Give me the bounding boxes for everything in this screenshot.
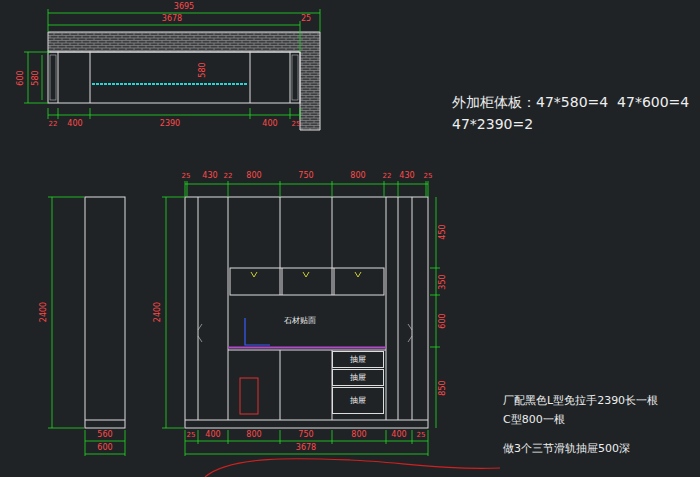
side-view [85,197,125,428]
dimension-text: 25 [424,173,433,180]
note-text: 厂配黑色L型免拉手2390长一根 [503,395,658,406]
drawer-box: 抽屉 [332,387,384,414]
drawer-box: 抽屉 [332,351,384,368]
dimension-text: 800 [350,172,365,180]
dimension-text: 750 [298,172,313,180]
dimension-text: 600 [439,313,447,328]
dimension-text: 400 [262,120,277,128]
dimension-text: 400 [67,120,82,128]
dimension-text: 25 [182,173,191,180]
dimension-text: 560 [97,431,112,439]
dimension-text: 430 [202,172,217,180]
dimension-text: 450 [439,224,447,239]
dimension-text: 800 [246,172,261,180]
dimension-text: 2400 [154,302,162,322]
dimension-text: 400 [205,431,220,439]
dimension-text: 800 [351,431,366,439]
front-elevation [185,197,428,428]
note-text: 做3个三节滑轨抽屉500深 [503,443,630,454]
dimension-text: 850 [439,380,447,395]
dimension-text: 430 [399,172,414,180]
sketch-mark [205,459,500,477]
dimension-text: 600 [97,444,112,452]
dimension-text: 2400 [40,302,48,322]
drawer-label: 抽屉 [350,397,366,405]
drawer-label: 抽屉 [350,374,366,382]
dimension-text: 25 [301,15,311,23]
dimension-text: 3678 [162,15,182,23]
dimension-text: 25 [187,432,196,439]
note-text: 47*2390=2 [452,117,533,131]
dimension-text: 600 [17,70,25,85]
dimension-text: 22 [49,121,58,128]
dimension-text: 25 [292,121,301,128]
material-label: 石材贴面 [284,317,316,325]
drawer-label: 抽屉 [350,356,366,364]
dimension-text: 350 [439,274,447,289]
note-text: C型800一根 [503,414,565,425]
dimension-text: 750 [298,431,313,439]
note-text: 外加柜体板：47*580=4 47*600=4 [452,95,689,109]
dimension-text: 25 [417,432,426,439]
dimension-text: 22 [383,173,392,180]
dimension-text: 22 [224,173,233,180]
plan-view [48,32,320,130]
dimension-text: 580 [32,70,40,85]
dimension-text: 400 [391,431,406,439]
elevation-dimensions [162,181,440,456]
plan-dimensions [24,9,320,119]
side-dimensions [48,197,125,456]
drawer-box: 抽屉 [332,369,384,386]
dimension-text: 3695 [174,3,194,11]
dimension-text: 2390 [160,120,180,128]
dimension-text: 800 [246,431,261,439]
dimension-text: 3678 [296,444,316,452]
dimension-text: 580 [199,62,207,77]
